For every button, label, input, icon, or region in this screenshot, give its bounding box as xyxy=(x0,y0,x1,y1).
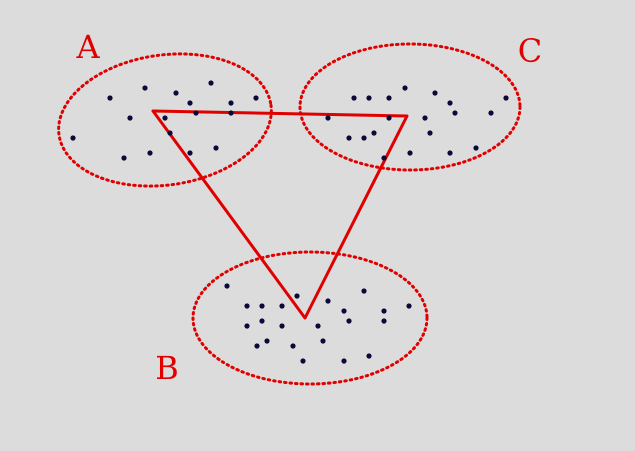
data-point-a-5 xyxy=(187,100,193,106)
data-point-a-15 xyxy=(121,155,127,161)
data-point-a-2 xyxy=(142,85,148,91)
data-point-b-4 xyxy=(244,303,250,309)
data-point-b-1 xyxy=(224,283,230,289)
data-point-a-17 xyxy=(213,145,219,151)
data-point-c-8 xyxy=(325,115,331,121)
data-point-b-8 xyxy=(341,308,347,314)
data-point-c-12 xyxy=(488,110,494,116)
data-point-b-21 xyxy=(300,358,306,364)
data-point-a-13 xyxy=(167,130,173,136)
data-point-b-23 xyxy=(366,353,372,359)
cluster-ellipse-a xyxy=(57,52,273,188)
data-point-a-7 xyxy=(253,95,259,101)
data-point-b-22 xyxy=(341,358,347,364)
cluster-label-a: A xyxy=(75,28,100,66)
data-point-c-13 xyxy=(346,135,352,141)
data-point-c-20 xyxy=(473,145,479,151)
data-point-a-10 xyxy=(193,110,199,116)
data-point-b-19 xyxy=(290,343,296,349)
data-point-b-10 xyxy=(406,303,412,309)
data-point-c-15 xyxy=(371,130,377,136)
cluster-ellipses xyxy=(57,42,522,386)
data-point-c-16 xyxy=(427,130,433,136)
data-point-a-4 xyxy=(208,80,214,86)
data-points xyxy=(70,80,509,364)
data-point-c-9 xyxy=(386,115,392,121)
data-point-b-13 xyxy=(279,323,285,329)
cluster-label-b: B xyxy=(155,349,179,387)
data-point-b-14 xyxy=(315,323,321,329)
data-point-a-11 xyxy=(228,110,234,116)
cluster-ellipse-b xyxy=(191,250,429,386)
data-point-c-7 xyxy=(503,95,509,101)
data-point-c-5 xyxy=(432,90,438,96)
data-point-c-19 xyxy=(447,150,453,156)
data-point-b-12 xyxy=(259,318,265,324)
data-point-c-6 xyxy=(447,100,453,106)
data-point-b-6 xyxy=(279,303,285,309)
data-point-c-2 xyxy=(366,95,372,101)
data-point-b-17 xyxy=(264,338,270,344)
data-point-b-11 xyxy=(244,323,250,329)
data-point-b-9 xyxy=(381,308,387,314)
data-point-c-11 xyxy=(452,110,458,116)
data-point-a-12 xyxy=(70,135,76,141)
data-point-b-20 xyxy=(320,338,326,344)
data-point-b-2 xyxy=(294,293,300,299)
data-point-b-3 xyxy=(361,288,367,294)
data-point-b-5 xyxy=(259,303,265,309)
data-point-a-3 xyxy=(173,90,179,96)
data-point-a-1 xyxy=(107,95,113,101)
centroid-triangle-layer xyxy=(151,109,409,320)
data-point-b-16 xyxy=(381,318,387,324)
cluster-ellipse-c xyxy=(298,42,522,172)
data-point-c-1 xyxy=(351,95,357,101)
data-point-a-16 xyxy=(187,150,193,156)
cluster-labels: A B C xyxy=(75,28,542,387)
data-point-c-10 xyxy=(422,115,428,121)
data-point-b-18 xyxy=(254,343,260,349)
data-point-b-15 xyxy=(346,318,352,324)
data-point-a-9 xyxy=(162,115,168,121)
data-point-a-6 xyxy=(228,100,234,106)
data-point-a-8 xyxy=(127,115,133,121)
data-point-c-17 xyxy=(381,155,387,161)
data-point-c-3 xyxy=(386,95,392,101)
centroid-triangle xyxy=(151,109,409,320)
data-point-a-14 xyxy=(147,150,153,156)
data-point-c-4 xyxy=(402,85,408,91)
data-point-c-18 xyxy=(407,150,413,156)
data-point-b-7 xyxy=(325,298,331,304)
data-point-c-14 xyxy=(361,135,367,141)
cluster-label-c: C xyxy=(518,32,542,70)
